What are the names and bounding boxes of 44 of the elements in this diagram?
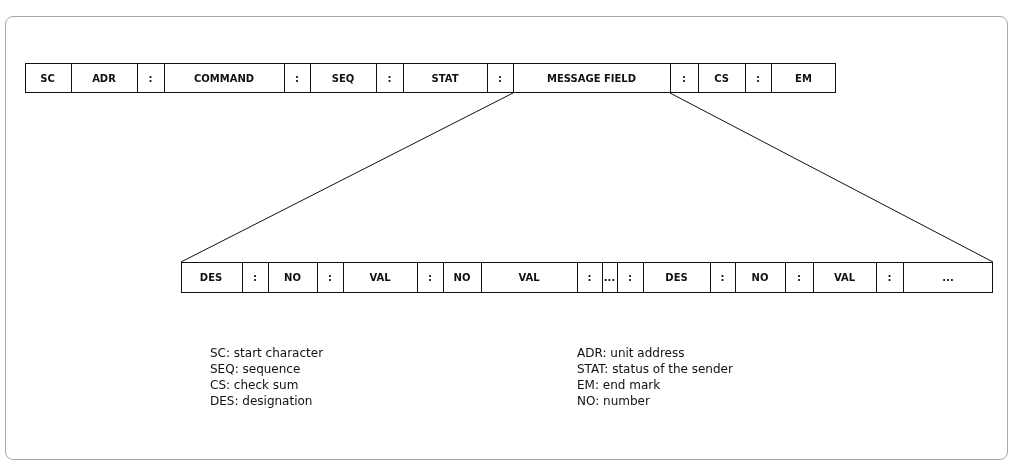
field-cell: NO xyxy=(267,263,317,292)
field-cell: SC xyxy=(24,64,71,92)
legend-note: NO: number xyxy=(577,393,650,409)
field-cell: : xyxy=(744,64,771,92)
field-cell: : xyxy=(486,64,513,92)
field-cell: : xyxy=(416,263,443,292)
field-cell: NO xyxy=(442,263,481,292)
legend-note: DES: designation xyxy=(210,393,313,409)
legend-note: EM: end mark xyxy=(577,377,661,393)
field-cell: DES xyxy=(180,263,242,292)
legend-note: SEQ: sequence xyxy=(210,361,301,377)
field-cell: COMMAND xyxy=(163,64,284,92)
field-cell: ... xyxy=(601,263,617,292)
field-cell: : xyxy=(136,64,164,92)
field-cell: : xyxy=(576,263,602,292)
expansion-line xyxy=(180,92,514,263)
field-cell: STAT xyxy=(402,64,487,92)
field-cell: VAL xyxy=(480,263,577,292)
field-cell: : xyxy=(669,64,698,92)
field-cell: : xyxy=(616,263,643,292)
legend-note: STAT: status of the sender xyxy=(577,361,733,377)
field-cell: : xyxy=(709,263,735,292)
field-cell: MESSAGE FIELD xyxy=(512,64,670,92)
field-row-box xyxy=(25,63,836,93)
field-cell: VAL xyxy=(342,263,417,292)
field-cell: : xyxy=(784,263,813,292)
expansion-line xyxy=(669,92,994,263)
field-cell: ADR xyxy=(70,64,137,92)
field-row-box xyxy=(181,262,993,293)
field-cell: VAL xyxy=(812,263,876,292)
field-cell: : xyxy=(316,263,343,292)
field-cell: CS xyxy=(697,64,745,92)
field-cell: SEQ xyxy=(309,64,376,92)
field-cell: : xyxy=(375,64,403,92)
field-cell: : xyxy=(875,263,903,292)
legend-note: SC: start character xyxy=(210,345,324,361)
field-cell: EM xyxy=(770,64,836,92)
legend-note: CS: check sum xyxy=(210,377,299,393)
field-cell: : xyxy=(283,64,310,92)
legend-note: ADR: unit address xyxy=(577,345,685,361)
field-cell: ... xyxy=(902,263,993,292)
field-cell: DES xyxy=(642,263,710,292)
field-cell: NO xyxy=(734,263,785,292)
field-cell: : xyxy=(241,263,268,292)
